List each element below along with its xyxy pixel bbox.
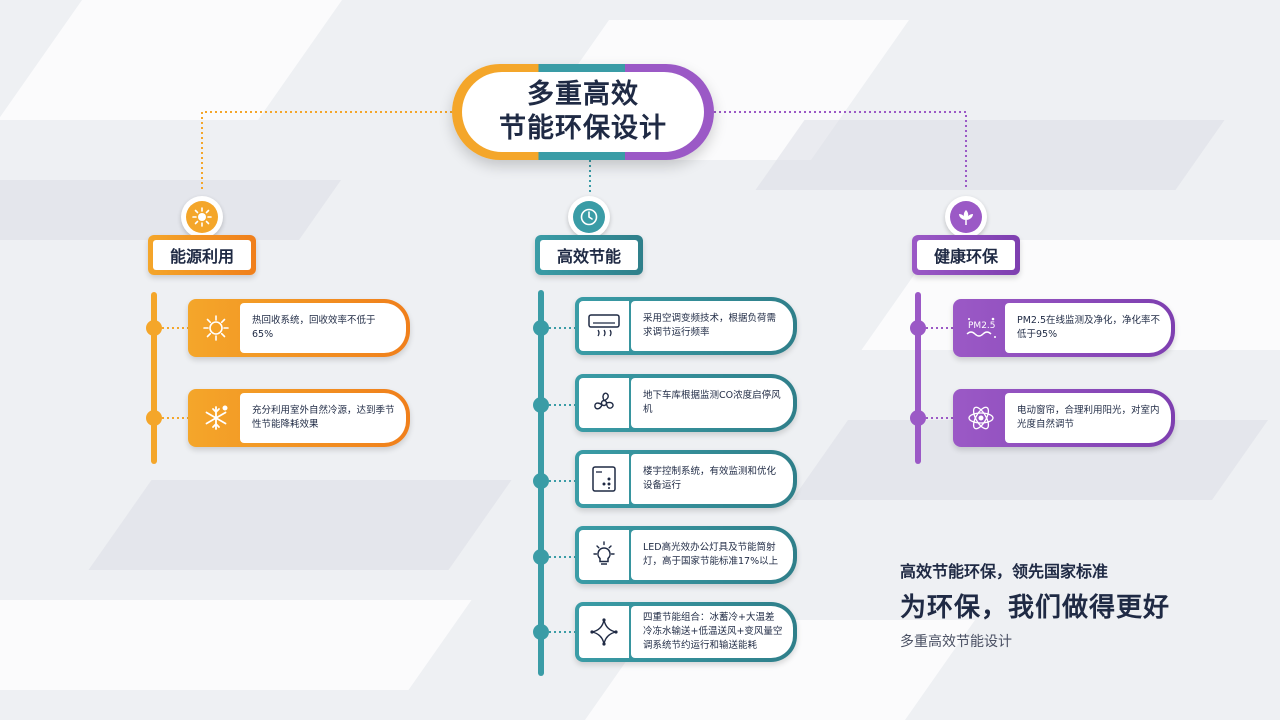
item-heat-recovery: 热回收系统，回收效率不低于65% <box>188 299 410 357</box>
pm25-icon: PM2.5 <box>953 299 1009 357</box>
title-line-2: 节能环保设计 <box>499 113 667 144</box>
slogan-headline: 为环保，我们做得更好 <box>900 593 1171 623</box>
timeline-dot <box>533 549 549 565</box>
category-label: 能源利用 <box>169 247 234 266</box>
sun-icon <box>181 196 223 238</box>
category-label: 高效节能 <box>556 247 621 266</box>
item-building-control: 楼宇控制系统，有效监测和优化设备运行 <box>575 450 797 508</box>
timeline-dot <box>533 320 549 336</box>
timeline-dot <box>146 320 162 336</box>
item-text: 充分利用室外自然冷源，达到季节性节能降耗效果 <box>252 405 395 430</box>
control-panel-icon <box>579 454 629 504</box>
leaf-icon <box>945 196 987 238</box>
category-healthy-green: 健康环保 <box>912 235 1020 275</box>
item-text: 四重节能组合：冰蓄冷+大温差冷冻水输送+低温送风+变风量空调系统节约运行和输送能… <box>643 612 783 651</box>
item-natural-cooling: 充分利用室外自然冷源，达到季节性节能降耗效果 <box>188 389 410 447</box>
rail-purple <box>915 292 921 464</box>
main-title-pill: 多重高效 节能环保设计 <box>452 64 714 160</box>
clock-icon <box>568 196 610 238</box>
category-high-efficiency: 高效节能 <box>535 235 643 275</box>
item-quadruple-savings: 四重节能组合：冰蓄冷+大温差冷冻水输送+低温送风+变风量空调系统节约运行和输送能… <box>575 602 797 662</box>
item-text: 楼宇控制系统，有效监测和优化设备运行 <box>643 466 777 491</box>
item-pm25-monitoring: PM2.5 PM2.5在线监测及净化，净化率不低于95% <box>953 299 1175 357</box>
slogan-caption: 多重高效节能设计 <box>900 634 1012 650</box>
snowflake-icon <box>188 389 244 447</box>
item-text: PM2.5在线监测及净化，净化率不低于95% <box>1017 315 1161 340</box>
timeline-dot <box>146 410 162 426</box>
atom-icon <box>953 389 1009 447</box>
svg-text:PM2.5: PM2.5 <box>968 321 996 331</box>
timeline-dot <box>910 410 926 426</box>
title-line-1: 多重高效 <box>527 79 639 110</box>
air-conditioner-icon <box>579 301 629 351</box>
timeline-dot <box>910 320 926 336</box>
fan-icon <box>579 378 629 428</box>
item-text: 热回收系统，回收效率不低于65% <box>252 315 376 340</box>
item-electric-curtain: 电动窗帘，合理利用阳光，对室内光度自然调节 <box>953 389 1175 447</box>
timeline-dot <box>533 473 549 489</box>
rail-orange <box>151 292 157 464</box>
category-energy-use: 能源利用 <box>148 235 256 275</box>
item-text: LED高光效办公灯具及节能筒射灯，高于国家节能标准17%以上 <box>643 542 779 567</box>
slogan-subtitle: 高效节能环保，领先国家标准 <box>900 562 1109 581</box>
item-garage-fan: 地下车库根据监测CO浓度启停风机 <box>575 374 797 432</box>
timeline-dot <box>533 624 549 640</box>
item-text: 电动窗帘，合理利用阳光，对室内光度自然调节 <box>1017 405 1160 430</box>
recycle-sun-icon <box>188 299 244 357</box>
item-text: 采用空调变频技术，根据负荷需求调节运行频率 <box>643 313 777 338</box>
combination-icon <box>579 606 629 658</box>
category-label: 健康环保 <box>933 247 998 266</box>
timeline-dot <box>533 397 549 413</box>
item-variable-frequency: 采用空调变频技术，根据负荷需求调节运行频率 <box>575 297 797 355</box>
light-bulb-icon <box>579 530 629 580</box>
item-text: 地下车库根据监测CO浓度启停风机 <box>643 390 781 415</box>
item-led-lighting: LED高光效办公灯具及节能筒射灯，高于国家节能标准17%以上 <box>575 526 797 584</box>
